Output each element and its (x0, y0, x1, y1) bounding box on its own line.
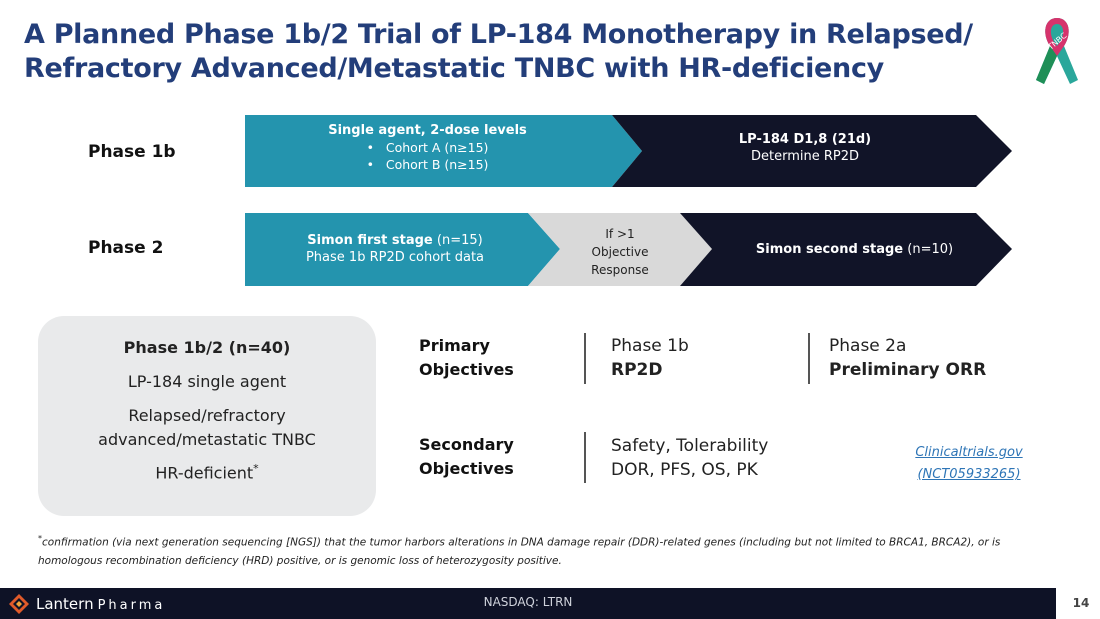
footnote-text: confirmation (via next generation sequen… (38, 536, 1001, 567)
trial-summary-panel: Phase 1b/2 (n=40) LP-184 single agent Re… (38, 316, 376, 516)
clinicaltrials-link-line-1[interactable]: Clinicaltrials.gov (915, 445, 1023, 460)
phase-1b-box-2-heading: LP-184 D1,8 (21d) (738, 132, 872, 147)
hr-deficient-text: HR-deficient (155, 463, 254, 483)
response-line-3: Response (591, 263, 649, 277)
phase-1b-box-2-sub: Determine RP2D (750, 149, 860, 164)
cohort-b-text: Cohort B (n≥15) (385, 157, 489, 172)
phase-2-box-3-heading: Simon second stage (755, 242, 904, 257)
secondary-line-2: DOR, PFS, OS, PK (611, 460, 758, 480)
phase-2-box-3-heading-suffix: (n=10) (903, 242, 954, 257)
secondary-objective-values: Safety, Tolerability DOR, PFS, OS, PK (611, 434, 768, 482)
phase-2-box-2-text: If >1 Objective Response (560, 225, 680, 279)
phase-1b-box-1-heading: Single agent, 2-dose levels (328, 123, 527, 138)
footnote-mark: * (38, 534, 42, 543)
clinicaltrials-link-line-2[interactable]: (NCT05933265) (917, 467, 1021, 482)
tnbc-awareness-ribbon-icon: TNBC (1036, 18, 1078, 84)
hr-deficient-footnote-mark: * (253, 462, 259, 475)
slide-title: A Planned Phase 1b/2 Trial of LP-184 Mon… (24, 18, 984, 86)
phase-1b-box-1-text: Single agent, 2-dose levels • Cohort A (… (245, 122, 610, 173)
primary-objective-phase-1b: Phase 1b RP2D (611, 334, 689, 382)
page-number: 14 (1072, 596, 1090, 610)
summary-line-3: HR-deficient* (38, 462, 376, 482)
summary-line-1: LP-184 single agent (127, 372, 287, 391)
phase-1b-label: Phase 1b (88, 142, 176, 162)
logo-brand-suffix: Pharma (97, 598, 166, 613)
summary-line-2: Relapsed/refractory advanced/metastatic … (98, 406, 316, 449)
secondary-label-line-1: Secondary (419, 435, 514, 454)
primary-label-line-1: Primary (419, 336, 490, 355)
secondary-label-line-2: Objectives (419, 459, 514, 478)
primary-b-line-1: Phase 2a (829, 336, 907, 356)
phase-2-label: Phase 2 (88, 238, 164, 258)
primary-objective-phase-2a: Phase 2a Preliminary ORR (829, 334, 986, 382)
summary-heading: Phase 1b/2 (n=40) (123, 338, 291, 357)
footnote: *confirmation (via next generation seque… (38, 530, 1048, 570)
logo-brand: Lantern (36, 595, 94, 613)
phase-2-box-1-sub: Phase 1b RP2D cohort data (305, 250, 485, 265)
phase-1b-box-2-text: LP-184 D1,8 (21d) Determine RP2D (640, 131, 970, 165)
primary-a-line-2: RP2D (611, 360, 663, 380)
phase-2-box-1-text: Simon first stage (n=15) Phase 1b RP2D c… (245, 232, 545, 266)
lantern-logo-icon (9, 594, 29, 614)
nasdaq-ticker: NASDAQ: LTRN (483, 595, 573, 609)
slide-title-line-2: Refractory Advanced/Metastatic TNBC with… (24, 53, 884, 84)
response-line-1: If >1 (605, 227, 635, 241)
cohort-a-text: Cohort A (n≥15) (385, 140, 489, 155)
secondary-line-1: Safety, Tolerability (611, 436, 769, 456)
primary-objectives-label: Primary Objectives (419, 334, 514, 382)
primary-a-line-1: Phase 1b (611, 336, 689, 356)
response-line-2: Objective (591, 245, 649, 259)
phase-2-box-3-text: Simon second stage (n=10) (712, 241, 997, 258)
primary-b-line-2: Preliminary ORR (829, 360, 987, 380)
phase-1b-box-1-bullet-2: • Cohort B (n≥15) (366, 157, 489, 172)
phase-2-box-1-heading: Simon first stage (307, 233, 433, 248)
slide-title-line-1: A Planned Phase 1b/2 Trial of LP-184 Mon… (24, 19, 973, 50)
phase-1b-box-1-bullet-1: • Cohort A (n≥15) (366, 140, 489, 155)
primary-label-line-2: Objectives (419, 360, 514, 379)
clinicaltrials-link[interactable]: Clinicaltrials.gov (NCT05933265) (910, 442, 1028, 486)
phase-2-box-1-heading-suffix: (n=15) (432, 233, 483, 248)
secondary-objectives-label: Secondary Objectives (419, 433, 514, 481)
